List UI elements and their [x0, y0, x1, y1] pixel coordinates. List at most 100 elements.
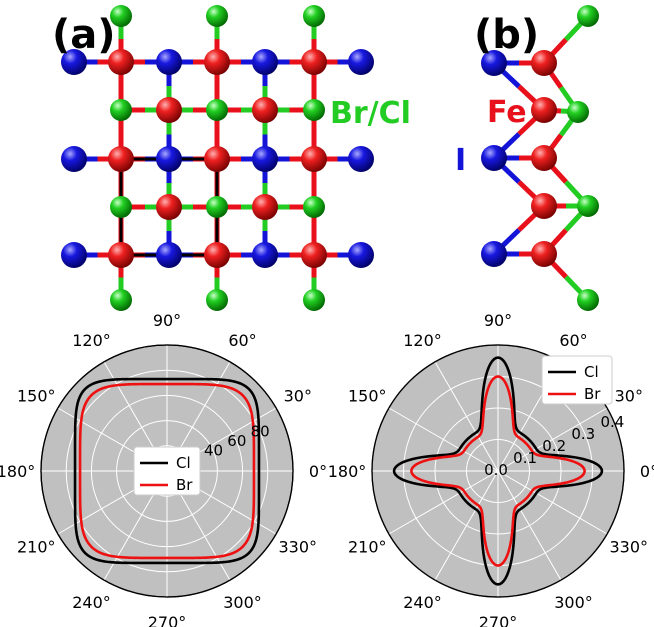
iodine-atom: [61, 49, 87, 75]
halogen-atom: [303, 289, 325, 311]
halogen-atom: [567, 101, 589, 123]
i-label: I: [455, 143, 466, 178]
panel-b-label: (b): [474, 12, 539, 58]
series-line-br: [410, 375, 586, 567]
iodine-atom: [348, 49, 374, 75]
panel-a-label: (a): [52, 12, 116, 58]
fe-atom: [531, 145, 557, 171]
fe-label: Fe: [487, 95, 527, 130]
legend-label-br: Br: [584, 385, 601, 403]
iodine-atom: [481, 50, 507, 76]
radial-tick-label: 40: [204, 442, 223, 460]
radial-tick-label: 0.1: [513, 449, 537, 467]
panel-a-atoms: [61, 5, 374, 311]
iodine-atom: [61, 146, 87, 172]
halogen-atom: [303, 196, 325, 218]
fe-atom: [531, 97, 557, 123]
legend-box: [541, 355, 613, 405]
angle-tick-label: 120°: [403, 331, 442, 350]
fe-atom: [531, 193, 557, 219]
legend-label-cl: Cl: [584, 363, 599, 381]
iodine-atom: [252, 242, 278, 268]
brcl-label: Br/Cl: [330, 96, 411, 131]
angle-tick-label: 180°: [328, 462, 367, 481]
angle-tick-label: 60°: [559, 331, 587, 350]
fe-atom: [204, 49, 230, 75]
fe-atom: [108, 242, 134, 268]
halogen-atom: [206, 5, 228, 27]
legend-label-cl: Cl: [176, 454, 191, 472]
fe-atom: [301, 49, 327, 75]
angle-tick-label: 330°: [609, 538, 648, 557]
radial-tick-label: 0.2: [542, 437, 566, 455]
fe-atom: [156, 194, 182, 220]
halogen-atom: [206, 196, 228, 218]
fe-atom: [252, 97, 278, 123]
legend-box: [133, 446, 201, 496]
iodine-atom: [156, 49, 182, 75]
angle-tick-label: 270°: [148, 613, 187, 627]
panel-a-structure-top-view: (a) Br/Cl: [52, 5, 411, 311]
angle-tick-label: 30°: [284, 387, 312, 406]
radial-tick-label: 80: [251, 422, 270, 440]
fe-atom: [301, 242, 327, 268]
fe-atom: [204, 242, 230, 268]
iodine-atom: [252, 146, 278, 172]
fe-atom: [108, 146, 134, 172]
polar-frame: [40, 344, 294, 598]
fe-atom: [301, 146, 327, 172]
angle-tick-label: 300°: [554, 593, 593, 612]
polar-chart-right: 0° 30° 60° 90° 120° 150° 180° 210° 240° 270° 300° 3…: [328, 311, 654, 627]
halogen-atom: [110, 99, 132, 121]
series-line-br: [78, 382, 256, 560]
halogen-atom: [303, 5, 325, 27]
radial-tick-label: 60: [227, 432, 246, 450]
iodine-atom: [481, 241, 507, 267]
angle-tick-label: 0°: [309, 462, 327, 481]
iodine-atom: [156, 146, 182, 172]
radial-tick-label: 0.4: [600, 413, 624, 431]
iodine-atom: [348, 242, 374, 268]
fe-atom: [156, 97, 182, 123]
legend-label-br: Br: [176, 476, 193, 494]
iodine-atom: [252, 49, 278, 75]
angle-tick-label: 330°: [278, 538, 317, 557]
angle-tick-label: 150°: [348, 387, 387, 406]
angle-tick-label: 300°: [223, 593, 262, 612]
angle-tick-label: 180°: [0, 462, 35, 481]
angle-tick-label: 120°: [72, 331, 111, 350]
fe-atom: [531, 241, 557, 267]
halogen-atom: [303, 99, 325, 121]
halogen-atom: [110, 5, 132, 27]
angle-tick-label: 90°: [484, 311, 512, 330]
angle-tick-label: 210°: [348, 538, 387, 557]
fe-atom: [531, 50, 557, 76]
angle-tick-label: 30°: [615, 387, 643, 406]
halogen-atom: [206, 99, 228, 121]
radial-gridline: [90, 394, 244, 548]
angle-tick-label: 150°: [17, 387, 56, 406]
halogen-atom: [577, 5, 599, 27]
angle-tick-label: 0°: [640, 462, 654, 481]
fe-atom: [108, 49, 134, 75]
halogen-atom: [577, 195, 599, 217]
angle-tick-label: 240°: [403, 593, 442, 612]
fe-atom: [204, 146, 230, 172]
polar-chart-left: 0°30°60°90°120°150°180°210°240°270°300°3…: [0, 311, 327, 627]
radial-gridline: [434, 407, 562, 535]
radial-gridline: [116, 420, 218, 522]
radial-gridline: [466, 439, 530, 503]
iodine-atom: [61, 242, 87, 268]
panel-b-atoms: [481, 5, 599, 311]
series-line-cl: [73, 377, 261, 565]
iodine-atom: [481, 145, 507, 171]
iodine-atom: [348, 146, 374, 172]
iodine-atom: [156, 242, 182, 268]
radial-gridline: [65, 369, 269, 573]
angle-tick-label: 270°: [479, 613, 518, 627]
fe-atom: [252, 194, 278, 220]
halogen-atom: [206, 289, 228, 311]
radial-tick-label: 0.3: [571, 425, 595, 443]
series-line-cl: [392, 356, 604, 586]
